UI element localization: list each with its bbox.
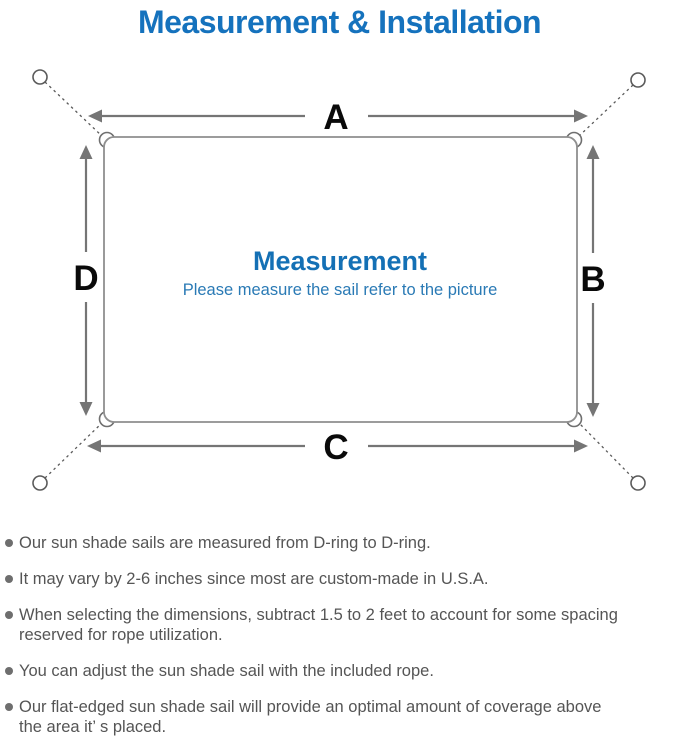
rope-dashed-line-bottom-left bbox=[44, 421, 104, 479]
arrow-head-left-icon bbox=[87, 439, 101, 453]
dimension-arrow-bottom: C bbox=[87, 428, 588, 467]
note-item: Our sun shade sails are measured from D-… bbox=[0, 533, 673, 553]
note-text: You can adjust the sun shade sail with t… bbox=[19, 662, 434, 680]
arrow-head-left-icon bbox=[88, 109, 102, 123]
mount-point-circle-bottom-left bbox=[32, 475, 48, 491]
rope-dashed-line-top-left bbox=[44, 81, 104, 138]
note-text: reserved for rope utilization. bbox=[19, 626, 223, 644]
note-text: It may vary by 2-6 inches since most are… bbox=[19, 570, 489, 588]
note-item: It may vary by 2-6 inches since most are… bbox=[0, 569, 673, 589]
bullet-icon bbox=[5, 611, 13, 619]
dimension-label-bottom: C bbox=[323, 428, 348, 467]
note-text: Our flat-edged sun shade sail will provi… bbox=[19, 698, 602, 716]
mount-point-circle-bottom-right bbox=[630, 475, 646, 491]
arrow-head-up-icon bbox=[79, 145, 93, 159]
note-item: Our flat-edged sun shade sail will provi… bbox=[0, 697, 673, 737]
note-item: You can adjust the sun shade sail with t… bbox=[0, 661, 673, 681]
bullet-icon bbox=[5, 703, 13, 711]
arrow-head-up-icon bbox=[586, 145, 600, 159]
dimension-label-right: B bbox=[580, 260, 605, 299]
note-text: the area it’ s placed. bbox=[19, 718, 167, 736]
arrow-head-down-icon bbox=[79, 402, 93, 416]
page-title: Measurement & Installation bbox=[137, 4, 542, 40]
note-text: Our sun shade sails are measured from D-… bbox=[19, 534, 431, 552]
shade-sail-outline bbox=[103, 136, 578, 423]
arrow-head-down-icon bbox=[586, 403, 600, 417]
arrow-head-right-icon bbox=[574, 109, 588, 123]
dimension-arrow-right: B bbox=[580, 145, 606, 417]
bullet-icon bbox=[5, 575, 13, 583]
mount-point-circle-top-right bbox=[630, 72, 646, 88]
rope-dashed-line-bottom-right bbox=[577, 421, 634, 479]
dimension-arrow-left: D bbox=[73, 145, 99, 416]
dimension-label-top: A bbox=[323, 98, 348, 137]
note-item: When selecting the dimensions, subtract … bbox=[0, 605, 673, 645]
notes-list: Our sun shade sails are measured from D-… bbox=[0, 533, 679, 737]
arrow-head-right-icon bbox=[574, 439, 588, 453]
bullet-icon bbox=[5, 539, 13, 547]
bullet-icon bbox=[5, 667, 13, 675]
dimension-arrow-top: A bbox=[88, 98, 588, 137]
rope-dashed-line-top-right bbox=[577, 84, 634, 138]
diagram-center-subtitle: Please measure the sail refer to the pic… bbox=[183, 281, 498, 299]
note-text: When selecting the dimensions, subtract … bbox=[19, 606, 618, 624]
dimension-label-left: D bbox=[73, 259, 98, 298]
measurement-diagram: A C D B Measurement Please meas bbox=[32, 69, 646, 491]
diagram-center-title: Measurement bbox=[253, 246, 427, 276]
mount-point-circle-top-left bbox=[32, 69, 48, 85]
